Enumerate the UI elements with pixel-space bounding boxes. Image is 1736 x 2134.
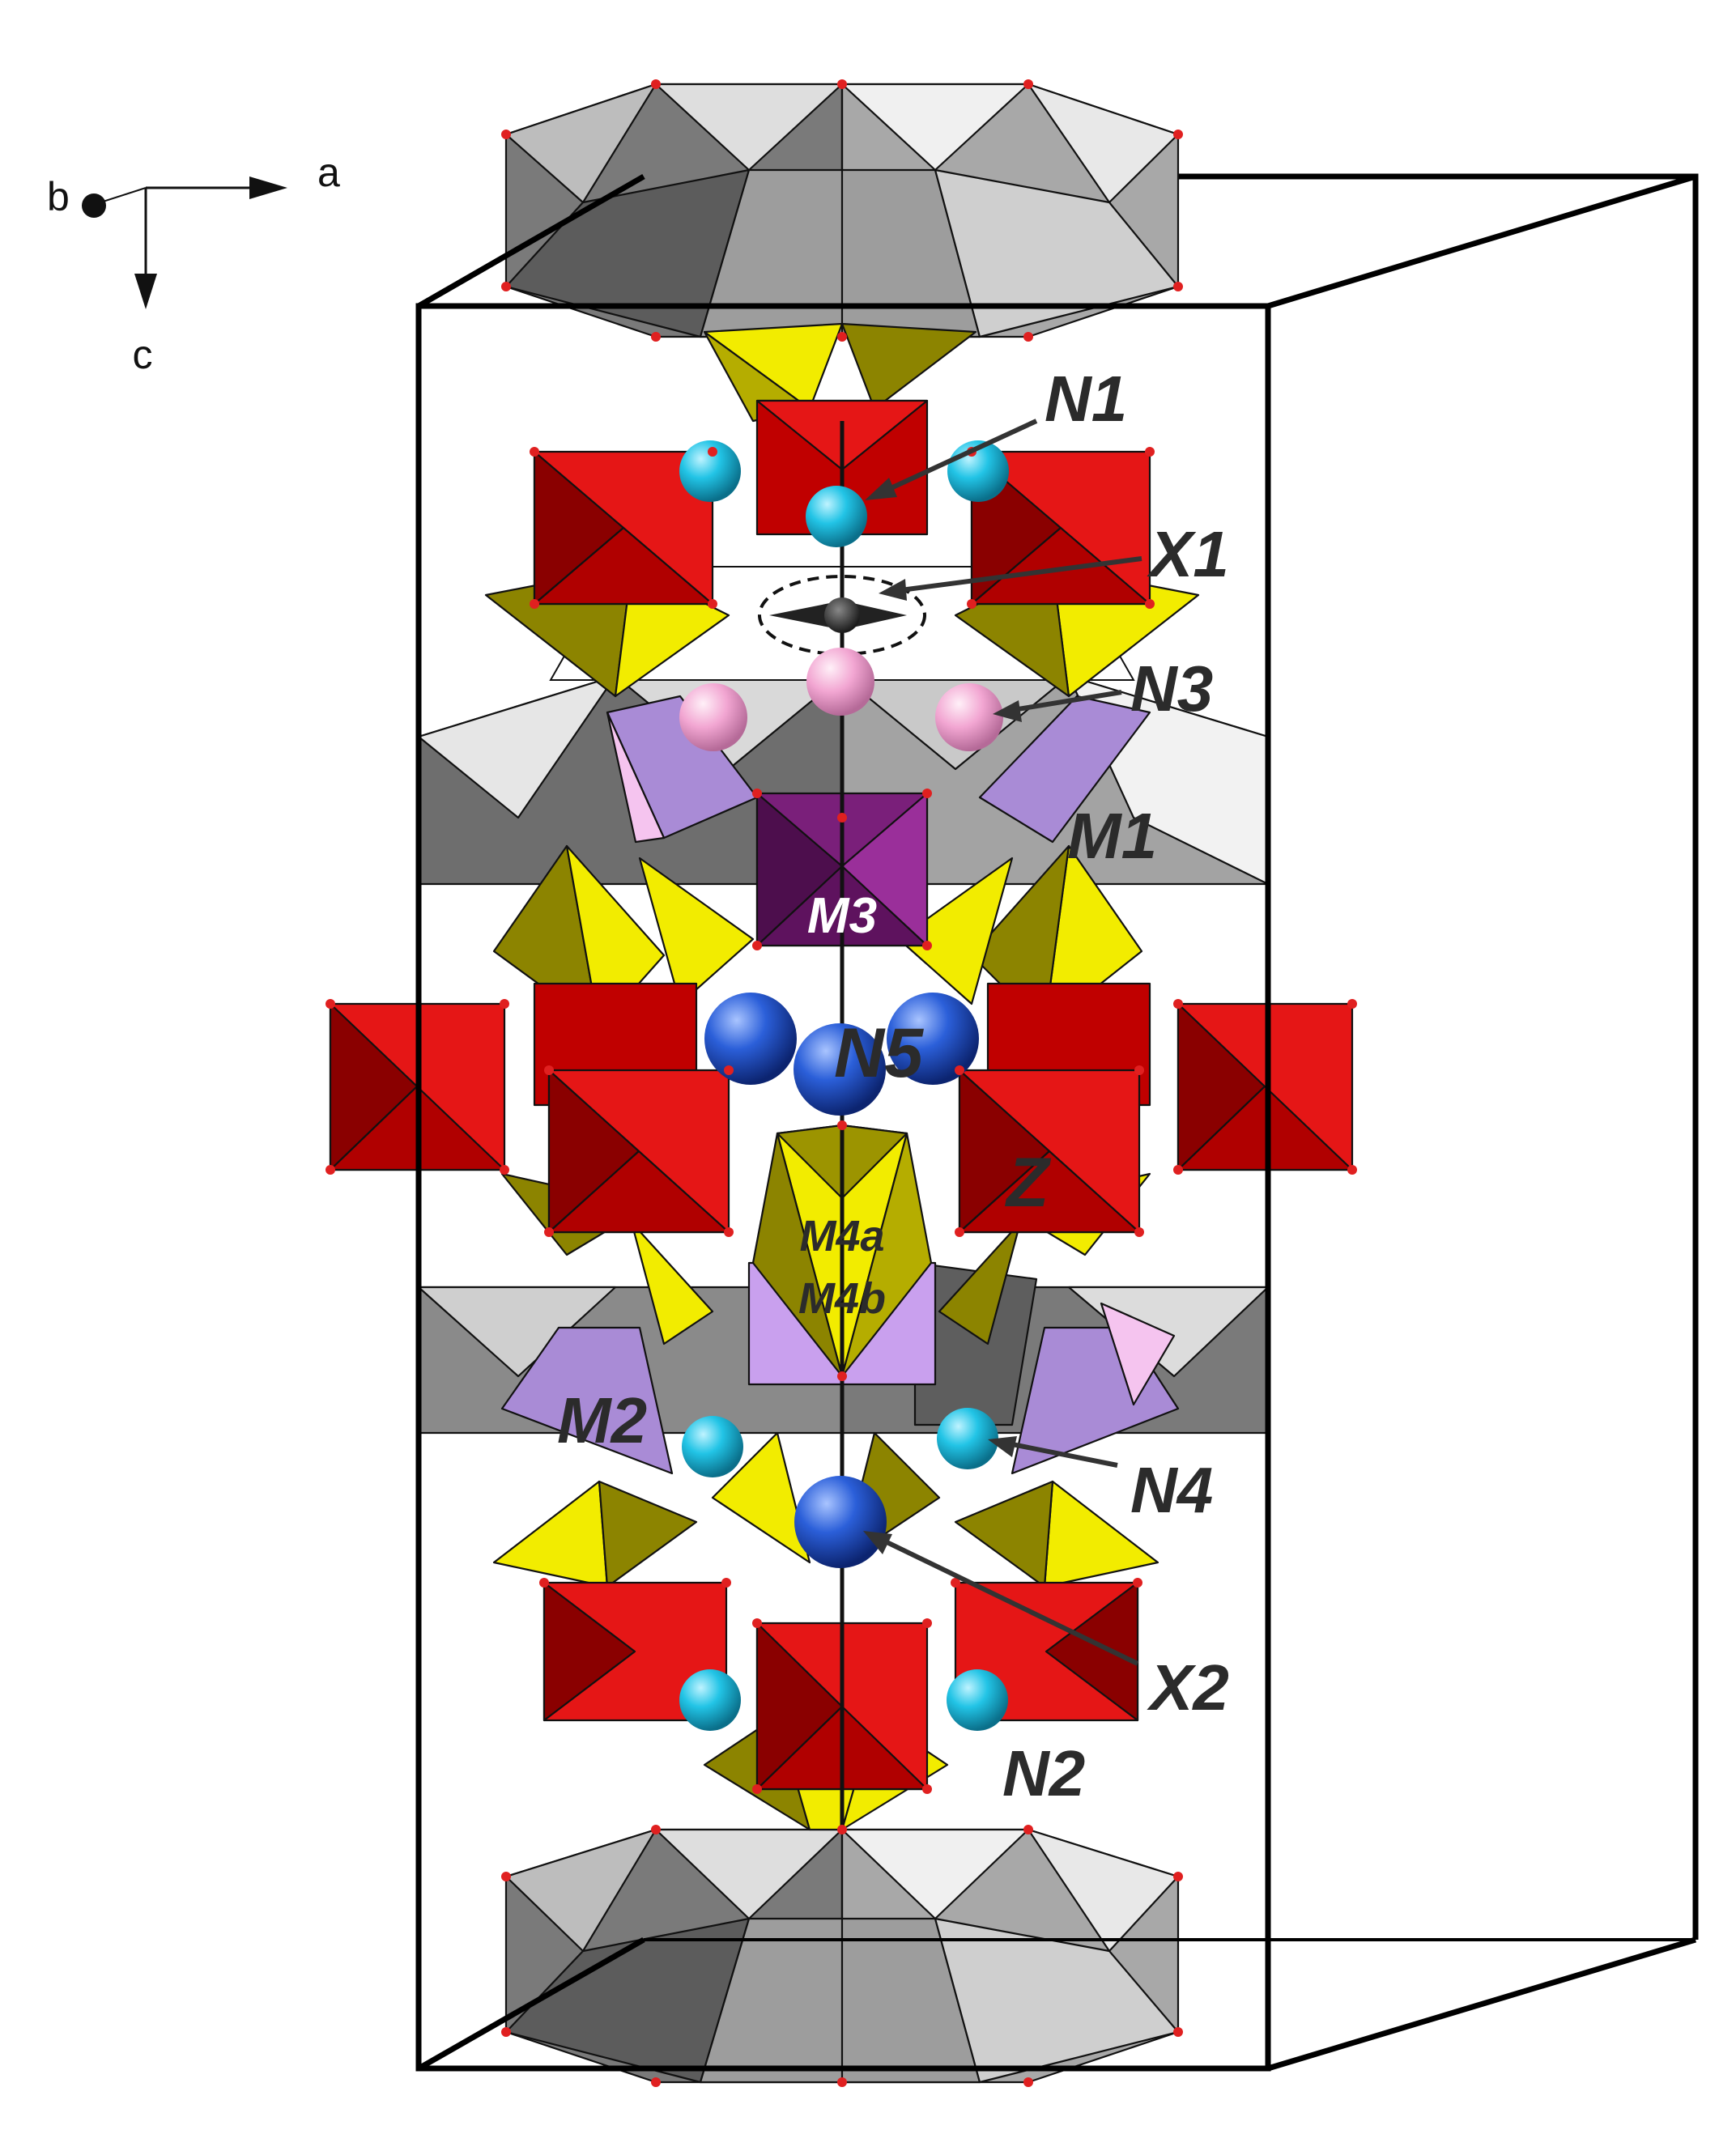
gray-layer-bottom bbox=[504, 1828, 1180, 2084]
site-labels: N1 X1 N3 M1 M3 N5 Z M4a M4b M2 N4 X2 N2 bbox=[557, 363, 1229, 1809]
label-n5: N5 bbox=[834, 1014, 924, 1092]
label-x1: X1 bbox=[1147, 518, 1229, 590]
label-m1: M1 bbox=[1067, 800, 1157, 872]
label-m3: M3 bbox=[807, 888, 877, 944]
axis-label-a: a bbox=[317, 150, 340, 195]
atoms-n5 bbox=[704, 993, 979, 1116]
label-n2: N2 bbox=[1002, 1737, 1085, 1809]
label-n4: N4 bbox=[1130, 1454, 1213, 1526]
label-x2: X2 bbox=[1147, 1652, 1229, 1724]
unit-cell-front bbox=[415, 173, 1696, 2072]
axis-label-b: b bbox=[47, 174, 70, 219]
label-m4a: M4a bbox=[799, 1212, 884, 1260]
c-axis-arrow-icon bbox=[134, 274, 157, 309]
oxygen-vertices bbox=[326, 79, 1357, 2087]
axis-label-c: c bbox=[133, 332, 153, 377]
atoms-n2 bbox=[679, 1669, 1008, 1731]
atoms-n4 bbox=[682, 1408, 998, 1477]
b-axis-dot-icon bbox=[82, 193, 106, 218]
m1-m2-polyhedra bbox=[500, 695, 1180, 1475]
label-z: Z bbox=[1004, 1144, 1052, 1222]
leader-arrows bbox=[863, 419, 1142, 1666]
a-axis-arrow-icon bbox=[249, 176, 287, 199]
label-m2: M2 bbox=[557, 1384, 647, 1456]
octahedra-middle bbox=[329, 982, 1354, 1234]
atoms-n3 bbox=[679, 648, 1003, 751]
label-n1: N1 bbox=[1045, 363, 1127, 435]
atoms-n1 bbox=[679, 440, 1009, 547]
label-n3: N3 bbox=[1130, 653, 1213, 725]
gray-layer-top bbox=[504, 83, 1180, 338]
label-m4b: M4b bbox=[798, 1274, 886, 1323]
axis-indicator: a b c bbox=[47, 150, 340, 377]
atom-x2 bbox=[794, 1476, 887, 1568]
